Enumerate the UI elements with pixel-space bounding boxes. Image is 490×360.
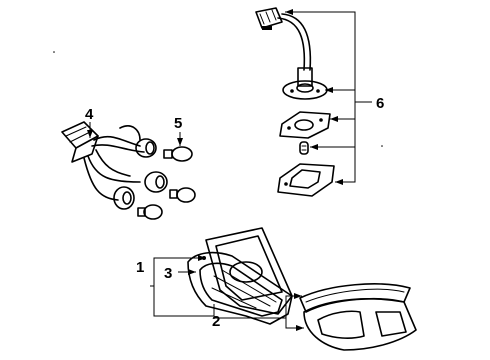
harness-wire-e	[95, 149, 131, 177]
callout-1: 1	[136, 259, 144, 276]
callout-5: 5	[174, 115, 182, 132]
callout-1-leaders	[150, 255, 215, 317]
lamp-connector	[255, 7, 283, 30]
lamp-lens	[277, 163, 335, 197]
side-lens-window-right	[375, 311, 407, 337]
lamp-gasket	[279, 111, 331, 139]
license-lamp-assembly: 6	[255, 7, 384, 197]
callout-5-arrow	[177, 138, 183, 146]
lamp-socket	[282, 67, 328, 100]
callout-2-leaders	[214, 293, 304, 331]
lamp-bulb	[299, 141, 309, 155]
callout-4: 4	[85, 106, 94, 123]
socket-lower	[113, 186, 135, 210]
socket-harness: 4 5	[61, 106, 196, 220]
tail-lamp-housing-back	[205, 227, 293, 315]
bulb-middle	[169, 187, 196, 203]
side-lens-body	[303, 298, 417, 351]
tail-lamp-assembly: 1 3	[136, 227, 293, 325]
bulb-lower	[137, 204, 163, 220]
callout-3: 3	[164, 265, 172, 282]
callout-2: 2	[212, 313, 220, 330]
harness-wire-c	[87, 155, 141, 183]
side-lens-assembly: 2	[212, 283, 417, 351]
lamp-wire	[277, 17, 306, 71]
callout-4-arrow	[87, 130, 93, 138]
bulb-upper	[163, 146, 193, 162]
side-lens-trim-line	[305, 288, 405, 303]
callout-6: 6	[376, 95, 384, 112]
tail-lamp-reflector	[229, 261, 263, 283]
harness-connector	[61, 121, 99, 163]
tail-lamp-lens-body	[187, 251, 293, 325]
socket-upper	[119, 125, 157, 158]
tail-lamp-lens-rim	[199, 262, 283, 317]
callout-6-leaders	[285, 9, 372, 185]
scan-speck	[381, 145, 383, 147]
tail-lamp-housing-inner	[215, 235, 283, 301]
harness-wire-b	[91, 144, 145, 153]
callout-3-arrow	[188, 269, 196, 275]
harness-wire-a	[93, 135, 141, 147]
side-lens-window-left	[317, 310, 365, 339]
lamp-wire-2	[281, 13, 312, 71]
socket-middle	[144, 171, 168, 193]
scan-speck	[53, 51, 55, 53]
